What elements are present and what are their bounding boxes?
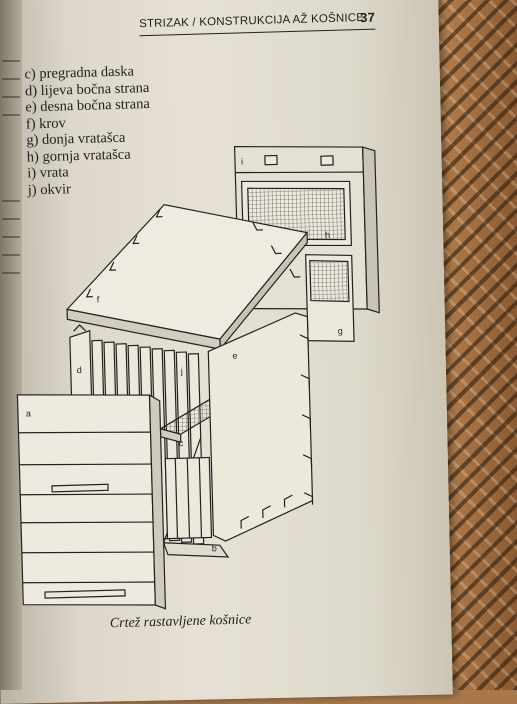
label-h: h	[325, 230, 330, 240]
label-i: i	[241, 156, 243, 166]
legend-item-e: e) desna bočna strana	[25, 95, 150, 116]
label-d: d	[77, 365, 82, 375]
header-title: STRIZAK / KONSTRUKCIJA AŽ KOŠNICE	[138, 11, 365, 31]
label-j: j	[180, 366, 183, 376]
lower-frame-stack	[164, 456, 213, 540]
label-b: b	[212, 543, 217, 553]
front-a	[16, 394, 167, 610]
label-c: c	[179, 438, 184, 448]
exploded-hive-drawing: i h g f d j e c a b	[16, 146, 380, 610]
label-g: g	[338, 326, 343, 336]
page-number: 37	[359, 9, 376, 26]
running-header: STRIZAK / KONSTRUKCIJA AŽ KOŠNICE 37	[138, 8, 376, 37]
previous-page-edge	[0, 0, 22, 690]
figure-caption: Crtež rastavljene košnice	[109, 612, 252, 632]
right-side-e	[207, 312, 314, 542]
label-a: a	[26, 408, 31, 418]
label-e: e	[232, 351, 237, 361]
label-f: f	[97, 294, 100, 304]
roof-f	[65, 203, 309, 351]
lower-door-g	[305, 254, 355, 342]
